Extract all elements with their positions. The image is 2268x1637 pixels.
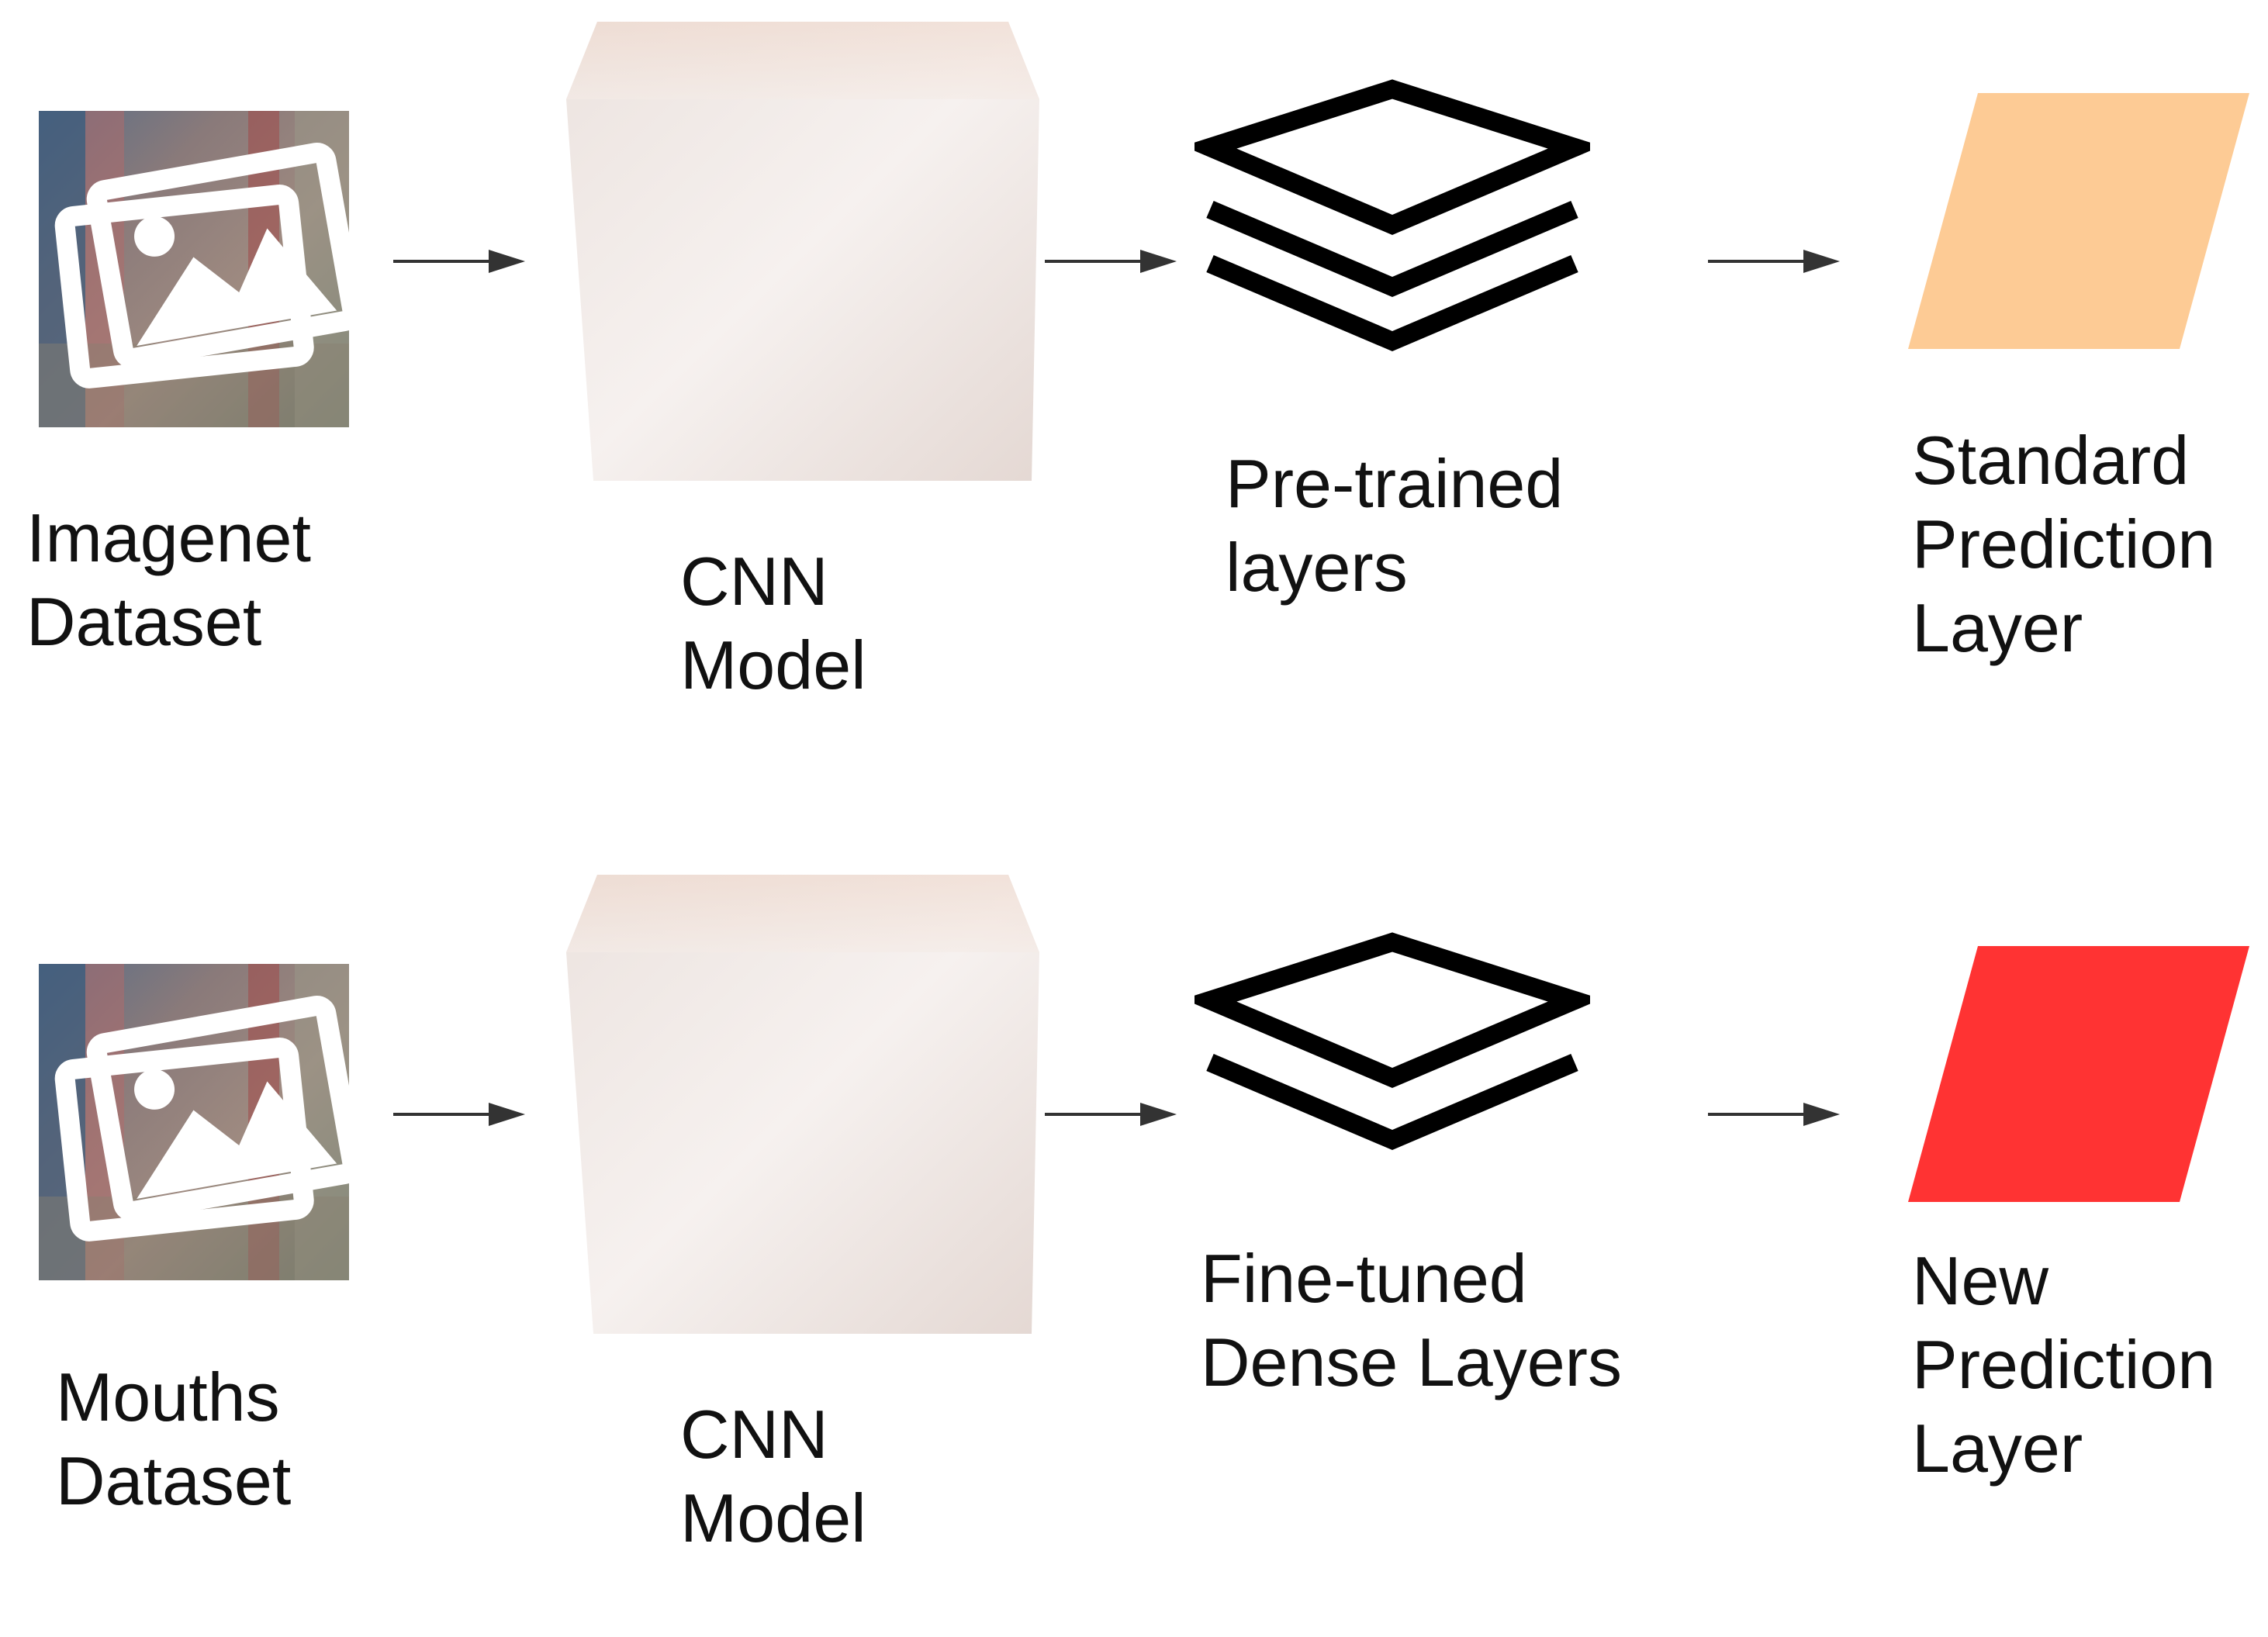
prediction-label: New Prediction Layer bbox=[1912, 1242, 2216, 1487]
right-arrow-icon bbox=[1706, 1103, 1854, 1126]
new-prediction-layer-shape bbox=[1900, 946, 2257, 1210]
prediction-parallelogram bbox=[1908, 946, 2249, 1202]
model-label: CNN Model bbox=[680, 543, 866, 703]
right-arrow-icon bbox=[392, 250, 539, 273]
two-layer-stack-icon bbox=[1183, 931, 1602, 1217]
dataset-label: Imagenet Dataset bbox=[26, 499, 311, 660]
cnn-model-cube-icon bbox=[566, 875, 1039, 1334]
prediction-parallelogram bbox=[1908, 93, 2249, 349]
pipeline-row-pretraining: Imagenet Dataset CNN Model Pre-trained l… bbox=[0, 0, 2268, 784]
pipeline-row-finetuning: Mouths Dataset CNN Model Fine-tuned Dens… bbox=[0, 853, 2268, 1637]
dataset-label: Mouths Dataset bbox=[56, 1359, 292, 1519]
cnn-model-cube-icon bbox=[566, 22, 1039, 481]
right-arrow-icon bbox=[1706, 250, 1854, 273]
layers-label: Pre-trained layers bbox=[1226, 445, 1564, 606]
standard-prediction-layer-shape bbox=[1900, 93, 2257, 357]
right-arrow-icon bbox=[1043, 250, 1191, 273]
prediction-label: Standard Prediction Layer bbox=[1912, 422, 2216, 666]
model-label: CNN Model bbox=[680, 1396, 866, 1556]
right-arrow-icon bbox=[1043, 1103, 1191, 1126]
layers-label: Fine-tuned Dense Layers bbox=[1201, 1240, 1622, 1400]
three-layer-stack-icon bbox=[1183, 78, 1602, 364]
dataset-image-icon bbox=[39, 964, 349, 1280]
dataset-image-icon bbox=[39, 111, 349, 427]
right-arrow-icon bbox=[392, 1103, 539, 1126]
